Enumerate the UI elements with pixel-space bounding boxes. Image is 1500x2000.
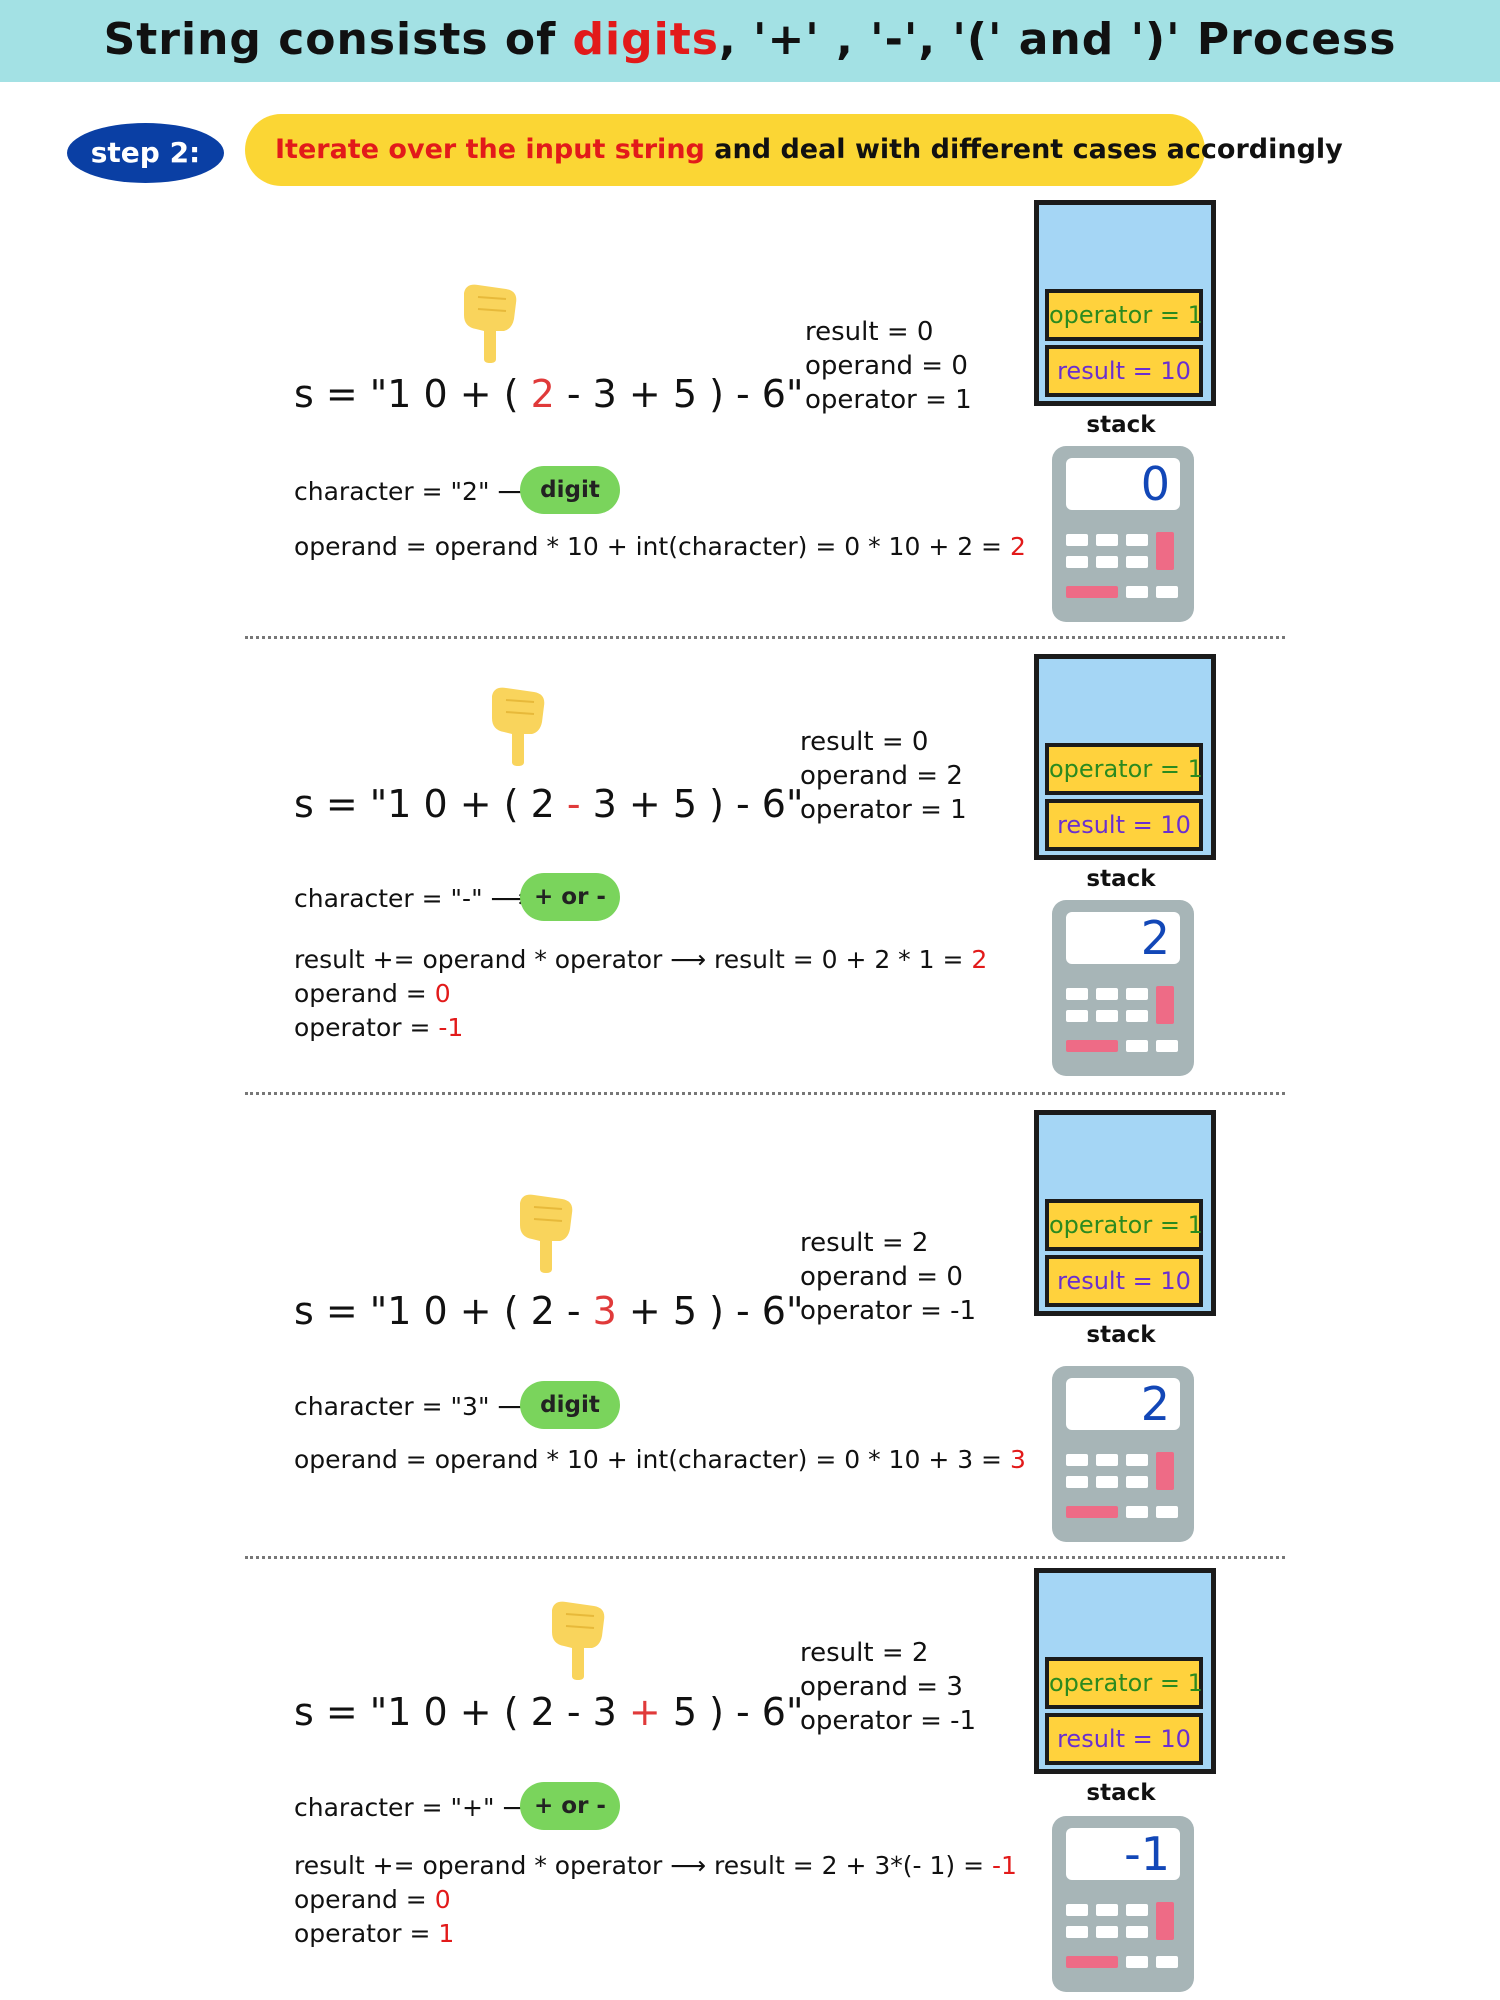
stack: operator = 1 result = 10 (1034, 654, 1216, 860)
stack-frame-result: result = 10 (1045, 1713, 1203, 1765)
expression: s = "1 0 + ( 2 - 3 + 5 ) - 6" (294, 1690, 804, 1734)
character-line: character = "-" ⟶ (294, 884, 527, 913)
step-badge: step 2: (67, 123, 224, 183)
expression: s = "1 0 + ( 2 - 3 + 5 ) - 6" (294, 372, 804, 416)
state-result: result = 2 (800, 1638, 929, 1668)
calc-lines: result += operand * operator ⟶ result = … (294, 943, 987, 1045)
calculator-icon: 0 (1052, 446, 1194, 622)
stack-frame-operator: operator = 1 (1045, 289, 1203, 341)
character-line: character = "3" ⟶ (294, 1392, 534, 1421)
state-panel: result = 2 operand = 3 operator = -1 (800, 1636, 976, 1738)
state-operand: operand = 0 (800, 1262, 963, 1292)
case-tag: + or - (520, 1782, 620, 1830)
calculator-display: 0 (1066, 458, 1180, 510)
stack-label: stack (1086, 866, 1156, 892)
calc-line: operator = -1 (294, 1013, 464, 1042)
state-operator: operator = -1 (800, 1296, 977, 1326)
state-result: result = 0 (800, 727, 929, 757)
stack-frame-result: result = 10 (1045, 799, 1203, 851)
state-operator: operator = 1 (805, 385, 972, 415)
calculator-display: 2 (1066, 1378, 1180, 1430)
calc-line: operand = operand * 10 + int(character) … (294, 1445, 1026, 1474)
expression: s = "1 0 + ( 2 - 3 + 5 ) - 6" (294, 1289, 804, 1333)
state-panel: result = 0 operand = 0 operator = 1 (805, 315, 972, 417)
pointing-hand-icon (492, 687, 545, 766)
state-panel: result = 0 operand = 2 operator = 1 (800, 725, 967, 827)
stack-label: stack (1086, 1322, 1156, 1348)
section-divider (245, 1556, 1285, 1559)
page-title: String consists of digits, '+' , '-', '(… (103, 14, 1397, 65)
state-panel: result = 2 operand = 0 operator = -1 (800, 1226, 976, 1328)
pointing-hand-icon (464, 284, 517, 363)
pointing-hand-icon (520, 1194, 573, 1273)
calc-lines: result += operand * operator ⟶ result = … (294, 1849, 1017, 1951)
calculator-icon: 2 (1052, 900, 1194, 1076)
character-line: character = "+" ⟶ (294, 1793, 539, 1822)
title-banner (0, 0, 1500, 82)
calculator-display: -1 (1066, 1828, 1180, 1880)
section-divider (245, 1092, 1285, 1095)
state-operand: operand = 3 (800, 1672, 963, 1702)
calculator-icon: -1 (1052, 1816, 1194, 1992)
expression: s = "1 0 + ( 2 - 3 + 5 ) - 6" (294, 782, 804, 826)
stack-label: stack (1086, 1780, 1156, 1806)
state-operator: operator = -1 (800, 1706, 977, 1736)
case-tag: digit (520, 466, 620, 514)
stack-frame-result: result = 10 (1045, 1255, 1203, 1307)
stack-frame-result: result = 10 (1045, 345, 1203, 397)
stack-frame-operator: operator = 1 (1045, 743, 1203, 795)
calc-line: operand = 0 (294, 979, 451, 1008)
calc-line: operand = operand * 10 + int(character) … (294, 532, 1026, 561)
character-line: character = "2" ⟶ (294, 477, 534, 506)
stack-frame-operator: operator = 1 (1045, 1657, 1203, 1709)
state-operand: operand = 0 (805, 351, 968, 381)
state-operand: operand = 2 (800, 761, 963, 791)
calc-line: result += operand * operator ⟶ result = … (294, 1851, 1017, 1880)
stack: operator = 1 result = 10 (1034, 200, 1216, 406)
case-tag: + or - (520, 873, 620, 921)
calc-line: operator = 1 (294, 1919, 455, 1948)
calc-line: result += operand * operator ⟶ result = … (294, 945, 988, 974)
state-result: result = 2 (800, 1228, 929, 1258)
stack: operator = 1 result = 10 (1034, 1568, 1216, 1774)
section-divider (245, 636, 1285, 639)
pointing-hand-icon (552, 1601, 605, 1680)
calc-line: operand = 0 (294, 1885, 451, 1914)
stack-frame-operator: operator = 1 (1045, 1199, 1203, 1251)
stack-label: stack (1086, 412, 1156, 438)
stack: operator = 1 result = 10 (1034, 1110, 1216, 1316)
state-result: result = 0 (805, 317, 934, 347)
calculator-display: 2 (1066, 912, 1180, 964)
calculator-icon: 2 (1052, 1366, 1194, 1542)
case-tag: digit (520, 1381, 620, 1429)
state-operator: operator = 1 (800, 795, 967, 825)
step-description: Iterate over the input string and deal w… (245, 114, 1343, 186)
